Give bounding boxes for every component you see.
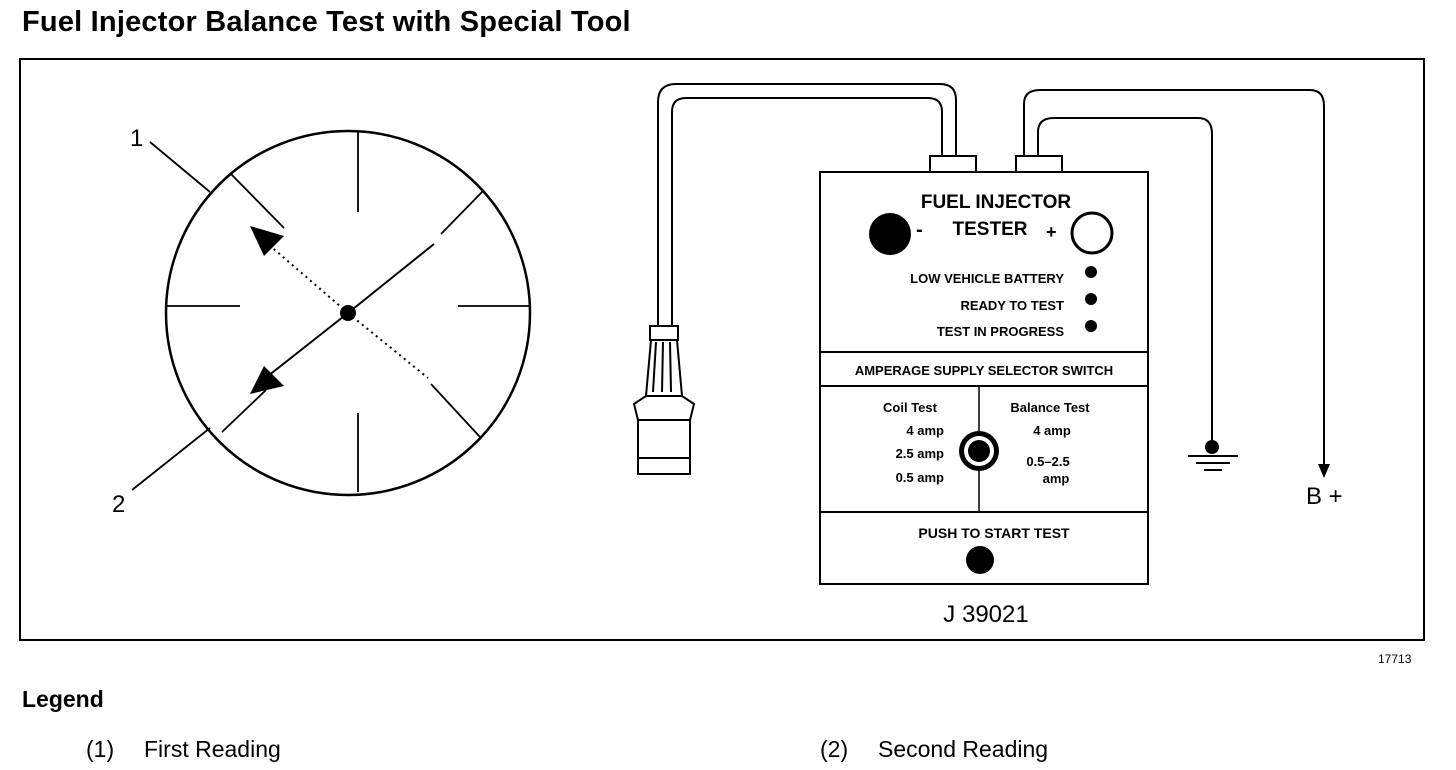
selector-knob	[959, 431, 999, 471]
coil-setting-0-5: 0.5 amp	[896, 470, 944, 485]
low-battery-led	[1085, 266, 1097, 278]
legend-item-label: Second Reading	[878, 736, 1049, 762]
legend-heading: Legend	[22, 686, 104, 712]
first-reading-needle-tail	[347, 312, 429, 379]
positive-sign: +	[1046, 222, 1057, 242]
balance-setting-4: 4 amp	[1033, 423, 1071, 438]
battery-positive-label: B +	[1306, 483, 1343, 510]
coil-setting-4: 4 amp	[906, 423, 944, 438]
coil-setting-2-5: 2.5 amp	[896, 446, 944, 461]
indicator-label-ready: READY TO TEST	[960, 298, 1064, 313]
legend-item-number: (1)	[86, 736, 115, 762]
fuel-injector-tester: FUEL INJECTOR TESTER - + LOW VEHICLE BAT…	[819, 171, 1149, 628]
power-leads	[1023, 89, 1325, 466]
balance-test-heading: Balance Test	[1010, 400, 1090, 415]
legend-item-second-reading: (2) Second Reading	[820, 736, 1048, 763]
second-reading-arrowhead	[250, 366, 284, 394]
start-test-button	[966, 546, 994, 574]
balance-setting-unit: amp	[1043, 471, 1070, 486]
negative-terminal	[869, 213, 911, 255]
indicator-label-low-battery: LOW VEHICLE BATTERY	[910, 271, 1064, 286]
coil-test-heading: Coil Test	[883, 400, 938, 415]
negative-sign: -	[916, 219, 923, 241]
gauge-dial	[164, 129, 532, 497]
injector-harness	[657, 83, 957, 330]
callout-2-leader	[131, 427, 211, 491]
tool-model-number: J 39021	[943, 601, 1028, 628]
push-to-start-label: PUSH TO START TEST	[918, 525, 1070, 541]
tester-heading-line2: TESTER	[953, 219, 1028, 240]
legend-item-number: (2)	[820, 736, 849, 762]
page-title: Fuel Injector Balance Test with Special …	[22, 6, 631, 38]
callout-1-leader	[149, 141, 211, 193]
in-progress-led	[1085, 320, 1097, 332]
indicator-label-in-progress: TEST IN PROGRESS	[937, 324, 1064, 339]
injector-connector	[632, 325, 696, 475]
selector-switch-label: AMPERAGE SUPPLY SELECTOR SWITCH	[855, 363, 1113, 378]
second-reading-needle	[267, 312, 349, 377]
figure-number: 17713	[1378, 652, 1412, 666]
ground-symbol	[1188, 440, 1238, 471]
tester-port-left	[929, 155, 977, 173]
needle-pivot	[340, 305, 356, 321]
positive-terminal	[1070, 211, 1114, 255]
legend-item-label: First Reading	[144, 736, 281, 762]
ready-led	[1085, 293, 1097, 305]
tester-heading-line1: FUEL INJECTOR	[921, 192, 1072, 213]
tester-port-right	[1015, 155, 1063, 173]
first-reading-arrowhead	[250, 226, 284, 256]
legend-item-first-reading: (1) First Reading	[86, 736, 281, 763]
second-reading-needle-tail	[347, 243, 435, 314]
battery-lead-arrow	[1318, 464, 1330, 478]
pressure-gauge: 1 2	[112, 125, 532, 518]
balance-setting-range: 0.5–2.5	[1026, 454, 1069, 469]
callout-2-label: 2	[112, 491, 125, 518]
callout-1-label: 1	[130, 125, 143, 152]
figure-frame	[19, 58, 1425, 641]
first-reading-needle	[267, 243, 349, 314]
gauge-ticks	[166, 131, 530, 492]
